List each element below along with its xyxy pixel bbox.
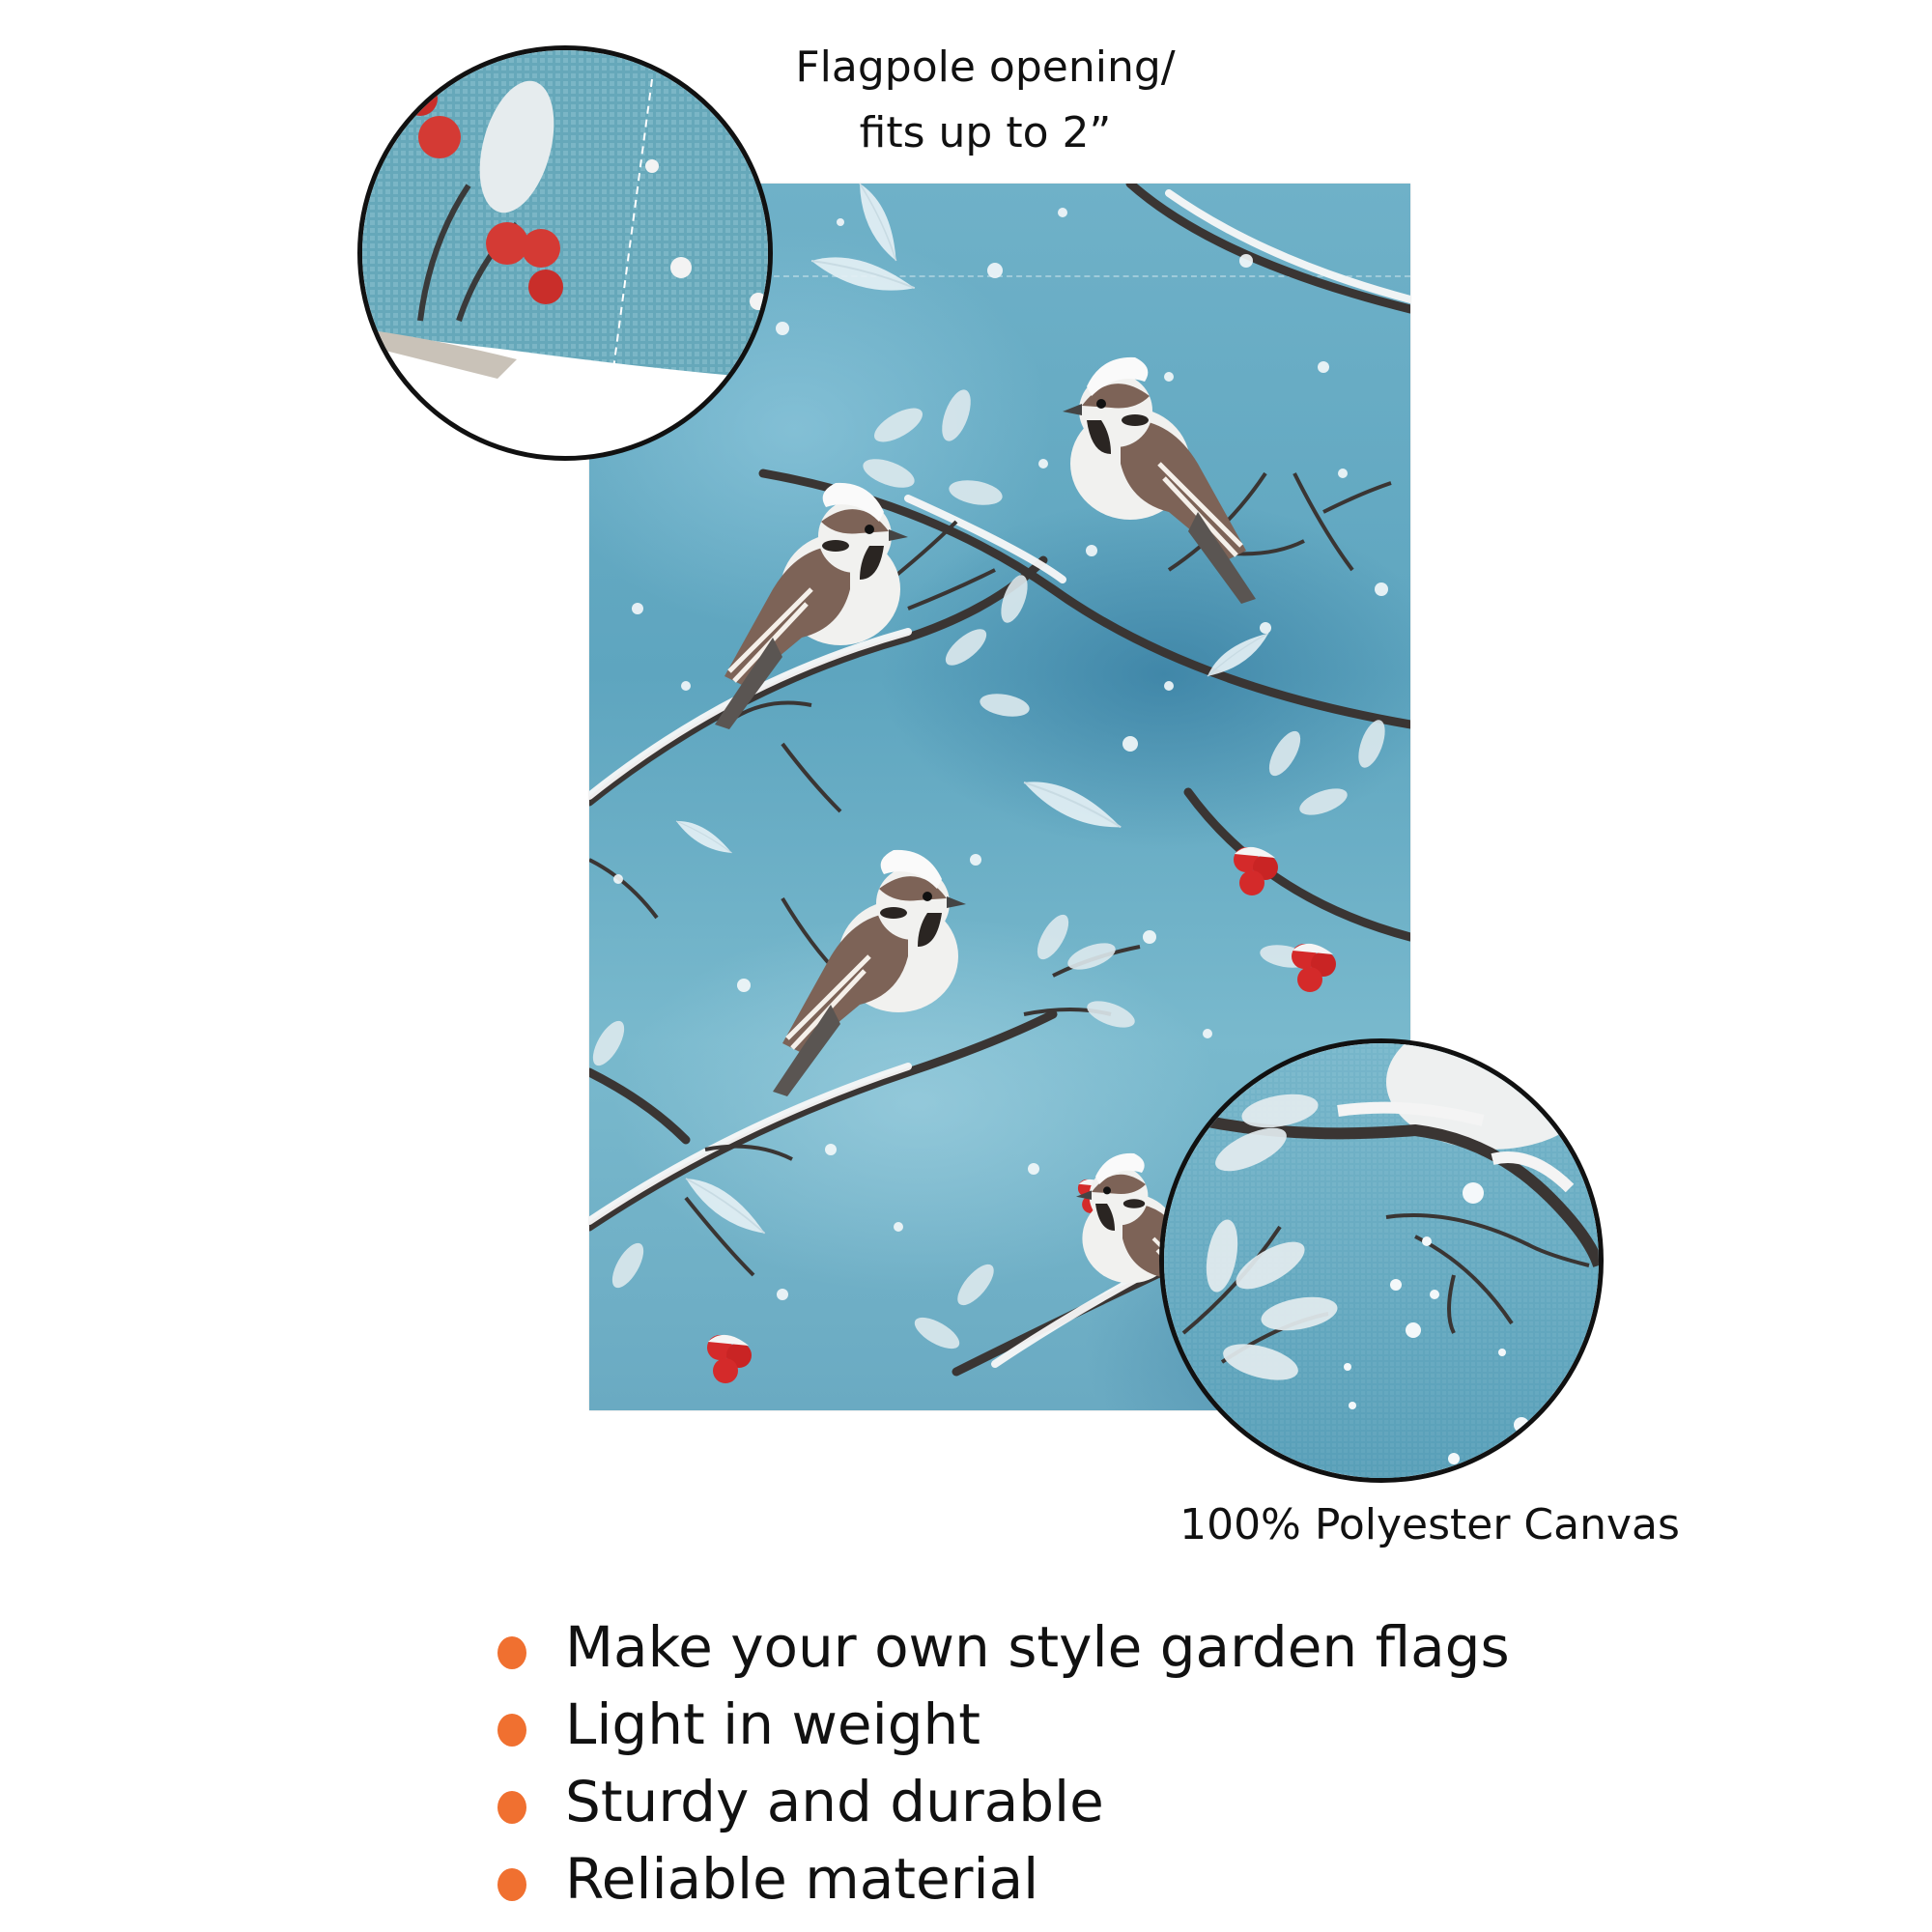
- canvas-texture-detail: [1159, 1038, 1604, 1483]
- sparrow-illustration: [589, 184, 1410, 1383]
- feature-label: Light in weight: [565, 1691, 981, 1757]
- flagpole-opening-detail: [357, 45, 773, 461]
- flagpole-label-line-1: Flagpole opening/: [795, 43, 1176, 92]
- bullet-dot-icon: [497, 1791, 526, 1824]
- bullet-dot-icon: [497, 1714, 526, 1747]
- feature-list: Make your own style garden flags Light i…: [497, 1608, 1510, 1918]
- bullet-dot-icon: [497, 1868, 526, 1901]
- material-label: 100% Polyester Canvas: [1179, 1500, 1680, 1549]
- feature-item: Reliable material: [497, 1840, 1510, 1918]
- feature-item: Make your own style garden flags: [497, 1608, 1510, 1686]
- feature-item: Sturdy and durable: [497, 1763, 1510, 1840]
- bullet-dot-icon: [497, 1636, 526, 1669]
- flagpole-label-line-2: fits up to 2”: [859, 108, 1112, 157]
- garden-flag-image: [589, 184, 1410, 1410]
- feature-item: Light in weight: [497, 1686, 1510, 1763]
- feature-label: Sturdy and durable: [565, 1769, 1104, 1834]
- fabric-weave-closeup: [362, 50, 768, 379]
- canvas-weave-closeup: [1164, 1043, 1599, 1478]
- feature-label: Reliable material: [565, 1846, 1039, 1912]
- feature-label: Make your own style garden flags: [565, 1614, 1510, 1680]
- flagpole-opening-label: Flagpole opening/ fits up to 2”: [734, 35, 1236, 166]
